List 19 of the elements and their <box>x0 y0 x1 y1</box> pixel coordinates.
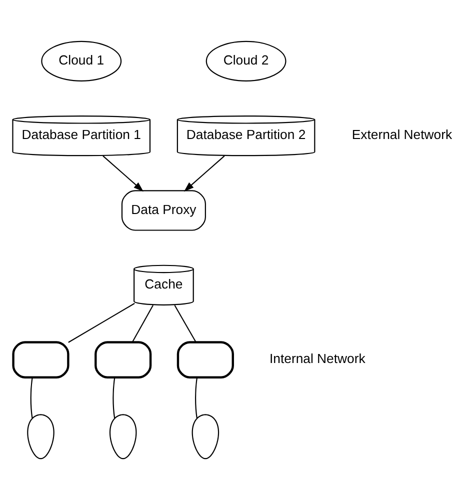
arrow <box>184 155 225 192</box>
node-ellipse: Cloud 1 <box>41 40 122 81</box>
node-person <box>109 414 137 459</box>
connector <box>68 302 135 342</box>
node-person <box>192 414 220 459</box>
label: Internal Network <box>270 350 366 366</box>
node-box: Data Proxy <box>121 190 206 230</box>
node-laptop <box>12 340 70 378</box>
connector <box>112 376 116 418</box>
arrow <box>102 155 144 192</box>
node-laptop <box>94 340 152 378</box>
connector <box>195 376 198 418</box>
connector <box>30 376 33 418</box>
connector <box>174 304 196 342</box>
node-ellipse: Cloud 2 <box>206 40 286 81</box>
node-person <box>27 414 54 459</box>
connector <box>132 304 154 342</box>
node-laptop <box>176 340 234 378</box>
label: External Network <box>352 126 452 142</box>
